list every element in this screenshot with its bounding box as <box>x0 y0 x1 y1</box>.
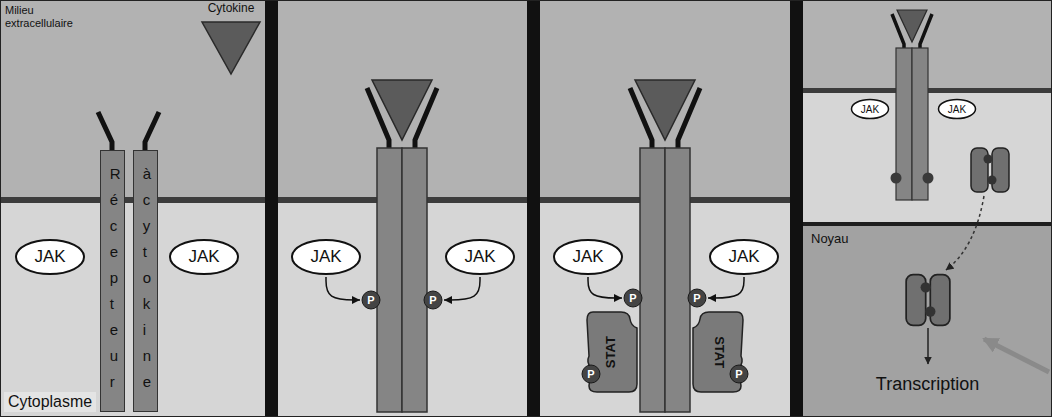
phosphate-label: P <box>429 295 436 306</box>
kinase-label: JAK <box>310 248 341 267</box>
nuclear-membrane <box>803 222 1052 226</box>
phosphate-circle <box>624 289 642 307</box>
phosphate-label: P <box>735 369 742 380</box>
cytokine-triangle <box>635 80 695 140</box>
phosphate-dot <box>925 306 935 316</box>
panel-separator <box>527 0 540 417</box>
phosphate-label: P <box>587 369 594 380</box>
phosphate-circle <box>582 365 600 383</box>
kinase-label: JAK <box>572 248 603 267</box>
nucleus-ground <box>803 226 1052 417</box>
phosphate-dot <box>988 176 997 185</box>
phosphate-dot <box>921 282 931 292</box>
phosphate-dot <box>891 173 902 184</box>
phosphate-group: P <box>581 364 601 384</box>
kinase-ellipse <box>16 240 84 274</box>
kinase-label: JAK <box>464 248 495 267</box>
nucleus-text: Transcription <box>876 375 979 395</box>
kinase-label: JAK <box>861 104 879 115</box>
kinase-ellipse <box>170 240 238 274</box>
panel-separator <box>790 0 803 417</box>
phosphate-group: P <box>623 288 643 308</box>
stat-label: STAT <box>712 336 726 368</box>
stat-half <box>992 148 1009 192</box>
phosphate-dot <box>984 155 993 164</box>
phosphate-label: P <box>629 293 636 304</box>
phosphorylation-arrow <box>588 277 622 298</box>
phosphate-circle <box>362 291 380 309</box>
kinase-ellipse <box>852 100 889 119</box>
kinase-label: JAK <box>728 248 759 267</box>
phosphate-group: P <box>361 290 381 310</box>
cytokine-label: Cytokine <box>208 2 255 15</box>
phosphate-circle <box>424 291 442 309</box>
region-label: Cytoplasme <box>4 392 96 412</box>
jak-kinase: JAK <box>290 238 362 276</box>
kinase-ellipse <box>939 100 976 119</box>
translocation-arrow <box>946 196 984 270</box>
transcription-arrow <box>927 328 929 364</box>
receptor-chain: à cytokine <box>133 150 158 412</box>
stat-protein: STAT P <box>585 312 637 392</box>
jak-kinase: JAK <box>168 238 240 276</box>
phosphate-group: P <box>687 288 707 308</box>
kinase-ellipse <box>710 240 778 274</box>
kinase-label: JAK <box>948 104 966 115</box>
kinase-label: JAK <box>188 248 219 267</box>
receptor-chain <box>377 148 402 412</box>
jak-kinase: JAK <box>850 98 890 120</box>
cytokine-triangle <box>202 22 260 74</box>
cytokine-triangle <box>372 80 432 140</box>
kinase-ellipse <box>292 240 360 274</box>
phosphate-dot <box>923 173 934 184</box>
stat-label: STAT <box>604 336 618 368</box>
phosphorylation-arrow <box>326 277 360 300</box>
cytokine: Cytokine <box>200 2 262 76</box>
region-label: Milieu extracellulaire <box>5 4 87 29</box>
jak-kinase: JAK <box>708 238 780 276</box>
phosphate-label: P <box>693 293 700 304</box>
jak-kinase: JAK <box>552 238 624 276</box>
phosphate-circle <box>688 289 706 307</box>
stat-half <box>930 275 950 326</box>
stat-dimer <box>906 275 950 326</box>
receptor-arm <box>145 112 159 152</box>
phosphorylation-arrow <box>708 277 744 298</box>
phosphate-label: P <box>367 295 374 306</box>
receptor-chain <box>665 148 690 412</box>
pointer-arrow <box>984 339 1049 372</box>
kinase-ellipse <box>554 240 622 274</box>
stat-half <box>906 275 926 326</box>
panel-separator <box>265 0 278 417</box>
jak-kinase: JAK <box>937 98 977 120</box>
cytokine-triangle <box>897 10 927 42</box>
kinase-ellipse <box>446 240 514 274</box>
phosphate-circle <box>730 365 748 383</box>
stat-protein: STAT P <box>693 312 745 392</box>
nucleus: NoyauTranscription <box>803 226 1052 417</box>
receptor-chain <box>402 148 427 412</box>
kinase-label: JAK <box>34 248 65 267</box>
receptor-chain: Récepteur <box>100 150 125 412</box>
stat-half <box>971 148 988 192</box>
receptor-chain <box>640 148 665 412</box>
stat-dimer <box>971 148 1009 192</box>
phosphorylation-arrow <box>444 277 480 300</box>
jak-kinase: JAK <box>14 238 86 276</box>
cytokine-outline <box>200 20 262 76</box>
jak-kinase: JAK <box>444 238 516 276</box>
receptor-arm <box>98 112 112 152</box>
receptor-label: Récepteur <box>110 161 111 395</box>
receptor-label: à cytokine <box>143 161 144 395</box>
phosphate-group: P <box>423 290 443 310</box>
nucleus-text: Noyau <box>811 232 849 246</box>
phosphate-group: P <box>729 364 749 384</box>
